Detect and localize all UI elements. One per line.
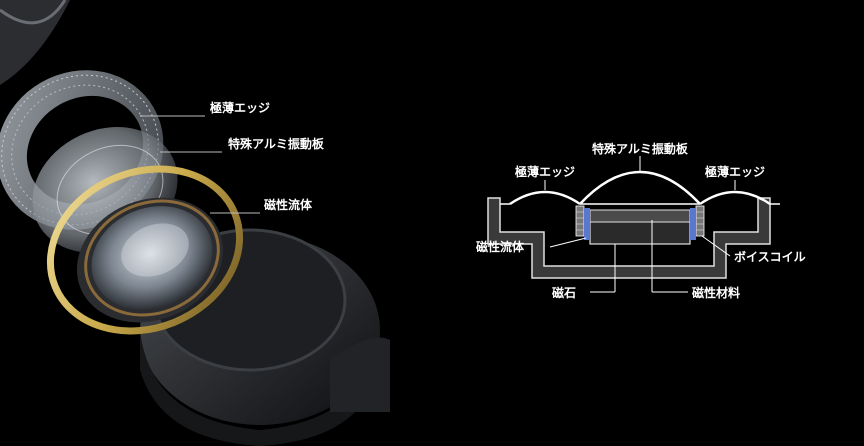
label-section-magnet: 磁石 xyxy=(551,285,576,300)
edge-right xyxy=(699,190,771,206)
magnetic-material-plate xyxy=(589,209,691,223)
label-magnetic-fluid: 磁性流体 xyxy=(263,197,313,212)
driver-cross-section: 特殊アルミ振動板 極薄エッジ 極薄エッジ 磁性流体 ボイスコイル 磁石 磁性材料 xyxy=(475,141,806,300)
exploded-leader-lines xyxy=(140,115,260,214)
diaphragm-dome xyxy=(579,170,701,205)
magnetic-fluid-left xyxy=(584,208,590,240)
voice-coil-right xyxy=(695,205,705,237)
section-leader-lines xyxy=(544,156,736,293)
voice-coil-dome-assembly xyxy=(76,197,224,323)
label-aluminum-diaphragm: 特殊アルミ振動板 xyxy=(228,136,325,151)
magnetic-fluid-right xyxy=(690,208,696,240)
label-ultra-thin-edge: 極薄エッジ xyxy=(210,100,270,115)
driver-frame xyxy=(487,197,771,279)
label-section-edge-left: 極薄エッジ xyxy=(515,164,575,179)
label-section-magnetic-material: 磁性材料 xyxy=(691,285,740,300)
label-section-diaphragm: 特殊アルミ振動板 xyxy=(592,141,689,156)
label-section-edge-right: 極薄エッジ xyxy=(705,164,765,179)
label-section-magnetic-fluid: 磁性流体 xyxy=(475,239,525,254)
housing-edge-top xyxy=(0,0,70,85)
magnet-block xyxy=(589,219,691,245)
voice-coil-left xyxy=(575,205,585,237)
label-section-voice-coil: ボイスコイル xyxy=(734,249,806,264)
edge-left xyxy=(509,190,581,206)
exploded-driver-view: 極薄エッジ 特殊アルミ振動板 磁性流体 xyxy=(0,0,390,446)
magnetic-fluid-ring xyxy=(46,165,244,335)
